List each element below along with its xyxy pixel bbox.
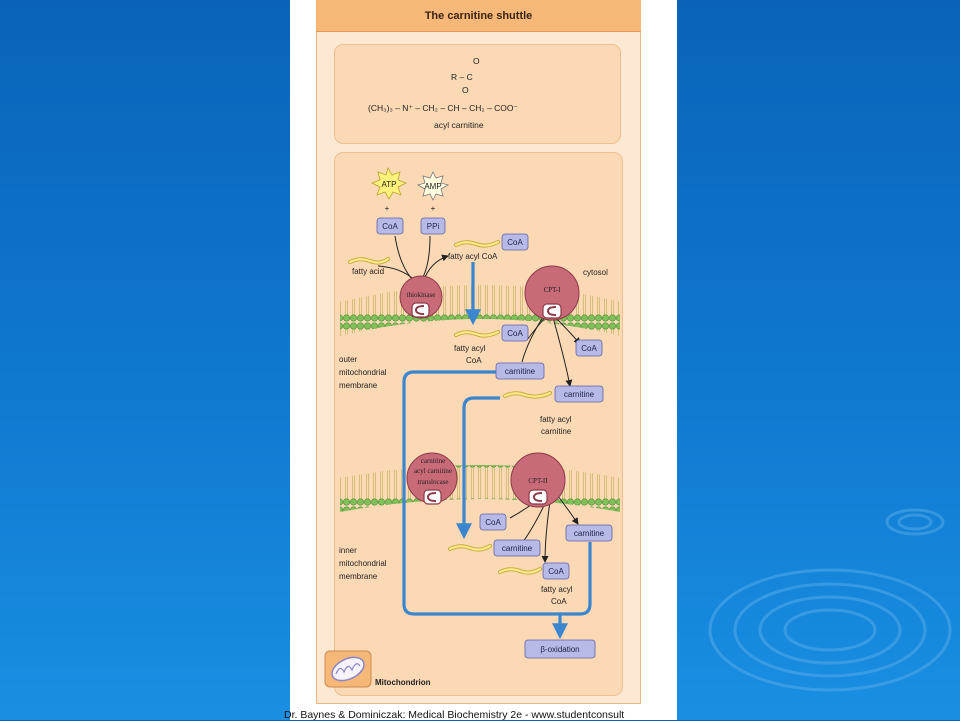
carnitine-box-out: carnitine <box>565 524 613 542</box>
svg-text:CoA: CoA <box>485 518 501 527</box>
inner-membrane <box>340 465 620 512</box>
plus-sign-amp: + <box>431 204 436 213</box>
carnitine-box-in: carnitine <box>495 362 545 380</box>
svg-text:CoA: CoA <box>382 222 398 231</box>
fatty-acid-label: fatty acid <box>352 267 384 276</box>
svg-text:PPi: PPi <box>427 222 440 231</box>
amp-starburst <box>416 171 450 201</box>
fatty-acyl-coa-top-label: fatty acyl CoA <box>448 252 498 261</box>
figure-title: The carnitine shuttle <box>316 0 641 32</box>
cpt2-label: CPT-II <box>528 477 548 485</box>
figure-credit: Dr. Baynes & Dominiczak: Medical Biochem… <box>284 709 677 721</box>
fatty-acyl-coa-bottom-label-2: CoA <box>551 597 567 606</box>
svg-text:β-oxidation: β-oxidation <box>540 645 579 654</box>
diagram-panel <box>334 152 623 696</box>
figure-credit-text: Dr. Baynes & Dominiczak: Medical Biochem… <box>284 709 625 721</box>
svg-text:CoA: CoA <box>507 329 523 338</box>
outer-membrane-label-2: mitochondrial <box>339 368 387 377</box>
translocase-enzyme <box>406 452 458 505</box>
outer-membrane-label-3: membrane <box>339 381 378 390</box>
translocase-label-2: acyl carnitine <box>414 467 452 475</box>
formula-ester-oxygen: O <box>462 85 469 95</box>
atp-starburst <box>371 166 407 200</box>
thiokinase-label: thiokinase <box>407 291 436 299</box>
svg-text:carnitine: carnitine <box>502 544 533 553</box>
outer-membrane-label-1: outer <box>339 355 358 364</box>
svg-text:CoA: CoA <box>507 238 523 247</box>
carnitine-box-acyl: carnitine <box>554 385 604 403</box>
cpt2-enzyme <box>510 452 566 508</box>
formula-panel <box>334 44 621 144</box>
cpt1-enzyme <box>524 265 580 321</box>
mitochondrion-icon <box>324 650 372 688</box>
fatty-acyl-coa-mid-label-2: CoA <box>466 356 482 365</box>
coa-box-top: CoA <box>501 233 529 251</box>
svg-text:carnitine: carnitine <box>564 390 595 399</box>
translocase-label-3: translocase <box>417 478 448 486</box>
fatty-acyl-carnitine-label-2: carnitine <box>541 427 572 436</box>
carnitine-box-acyl2: carnitine <box>493 539 541 557</box>
svg-text:CoA: CoA <box>548 567 564 576</box>
coa-box-cpt2-in: CoA <box>479 513 507 531</box>
formula-backbone: (CH₃)₃ – N⁺ – CH₂ – CH – CH₂ – COO⁻ <box>368 103 519 113</box>
fatty-acyl-coa-bottom-label-1: fatty acyl <box>541 585 573 594</box>
coa-box-cpt1-in: CoA <box>501 324 529 342</box>
formula-carbonyl: R – C <box>451 72 473 82</box>
fatty-acyl-coa-mid-label-1: fatty acyl <box>454 344 486 353</box>
cytosol-label: cytosol <box>583 268 608 277</box>
beta-oxidation-box: β-oxidation <box>524 639 596 659</box>
amp-label: AMP <box>424 182 441 191</box>
formula-oxygen-top: O <box>473 56 480 66</box>
inner-membrane-label-3: membrane <box>339 572 378 581</box>
fatty-acyl-chains <box>348 240 552 575</box>
fatty-acyl-carnitine-label-1: fatty acyl <box>540 415 572 424</box>
plus-sign-atp: + <box>385 204 390 213</box>
mitochondrion-label: Mitochondrion <box>375 678 431 687</box>
svg-text:carnitine: carnitine <box>505 367 536 376</box>
atp-label: ATP <box>382 180 397 189</box>
inner-membrane-label-2: mitochondrial <box>339 559 387 568</box>
coa-box-cpt1-out: CoA <box>575 339 603 357</box>
thiokinase-enzyme <box>399 275 443 319</box>
cpt1-label: CPT-I <box>544 286 562 294</box>
formula-name: acyl carnitine <box>434 120 484 130</box>
svg-text:CoA: CoA <box>581 344 597 353</box>
svg-text:carnitine: carnitine <box>574 529 605 538</box>
coa-box-final: CoA <box>542 562 570 580</box>
inner-membrane-label-1: inner <box>339 546 357 555</box>
coa-box-atp: CoA <box>376 217 404 235</box>
ppi-box: PPi <box>420 217 446 235</box>
transport-arrows <box>402 262 592 640</box>
translocase-label-1: carnitine <box>421 457 446 465</box>
